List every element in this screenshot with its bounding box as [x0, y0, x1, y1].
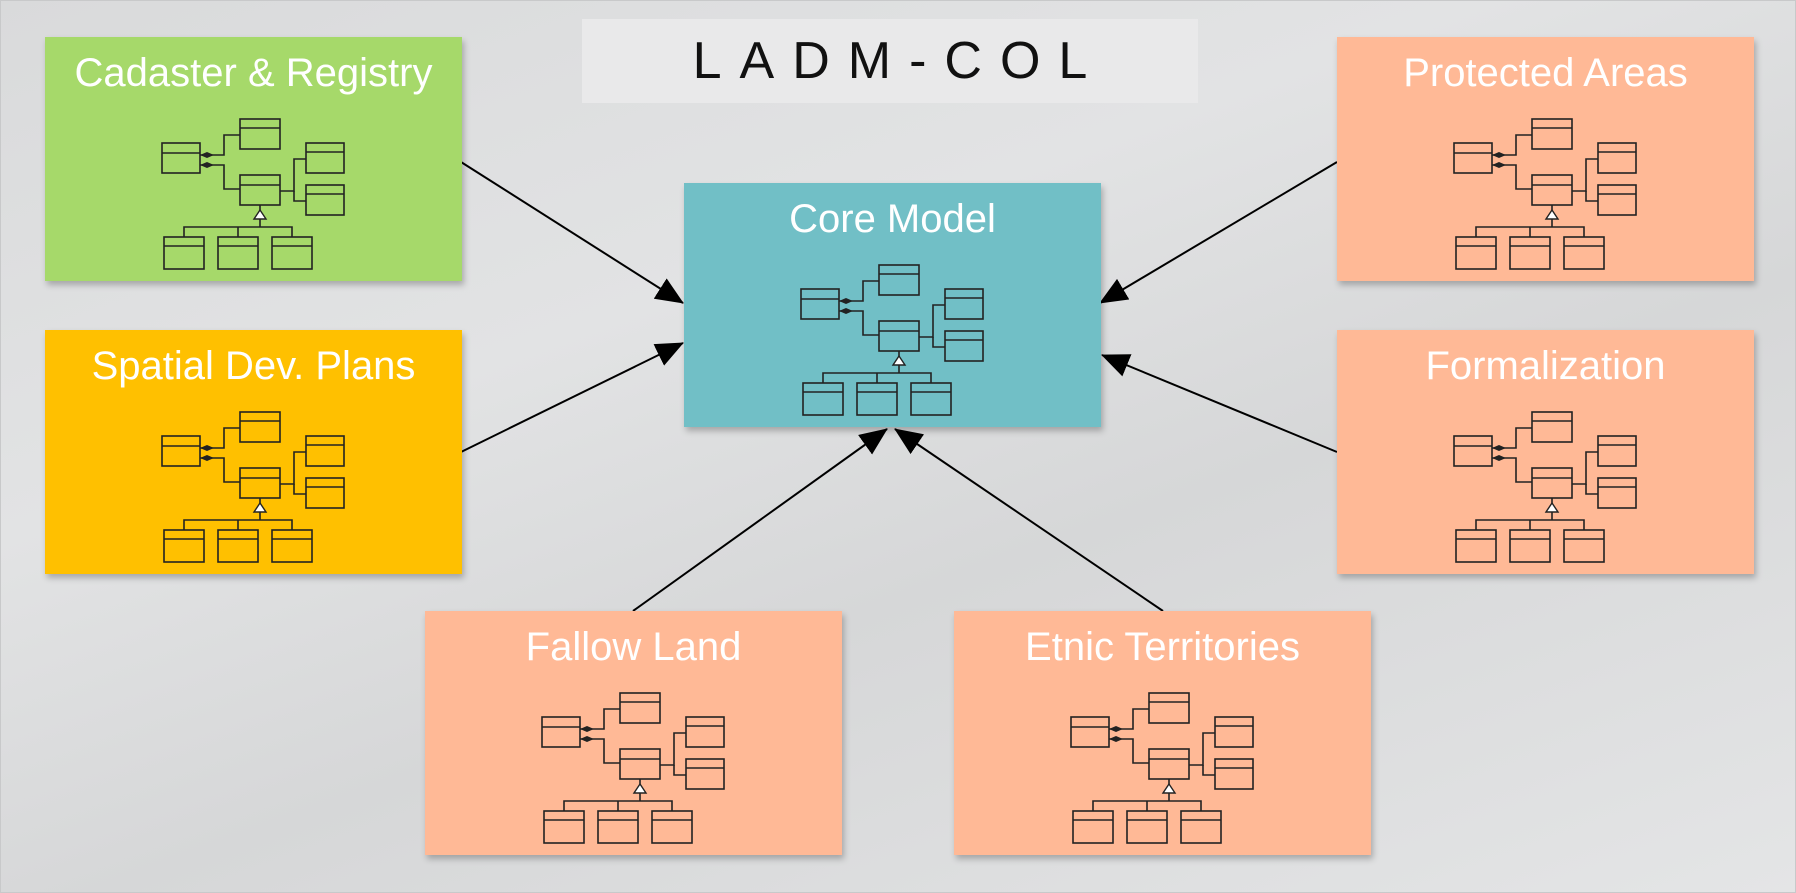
uml-class-diagram-icon — [1446, 115, 1646, 275]
package-protected-areas: Protected Areas — [1337, 37, 1754, 281]
package-label-fallow-land: Fallow Land — [525, 625, 742, 669]
package-cadaster: Cadaster & Registry — [45, 37, 462, 281]
package-core-model: Core Model — [684, 183, 1101, 427]
package-label-protected-areas: Protected Areas — [1403, 51, 1688, 95]
uml-class-diagram-icon — [154, 408, 354, 568]
package-label-formalization: Formalization — [1425, 344, 1666, 388]
uml-class-diagram-icon — [1063, 689, 1263, 849]
package-etnic-territories: Etnic Territories — [954, 611, 1371, 855]
title-banner: LADM-COL — [582, 19, 1198, 103]
page-title: LADM-COL — [692, 32, 1106, 90]
uml-class-diagram-icon — [793, 261, 993, 421]
package-fallow-land: Fallow Land — [425, 611, 842, 855]
package-spatial-dev-plans: Spatial Dev. Plans — [45, 330, 462, 574]
package-formalization: Formalization — [1337, 330, 1754, 574]
uml-class-diagram-icon — [154, 115, 354, 275]
package-label-spatial-dev-plans: Spatial Dev. Plans — [91, 344, 416, 388]
uml-class-diagram-icon — [1446, 408, 1646, 568]
package-label-core-model: Core Model — [789, 197, 996, 241]
uml-class-diagram-icon — [534, 689, 734, 849]
package-label-cadaster: Cadaster & Registry — [74, 51, 433, 95]
package-label-etnic-territories: Etnic Territories — [1025, 625, 1300, 669]
